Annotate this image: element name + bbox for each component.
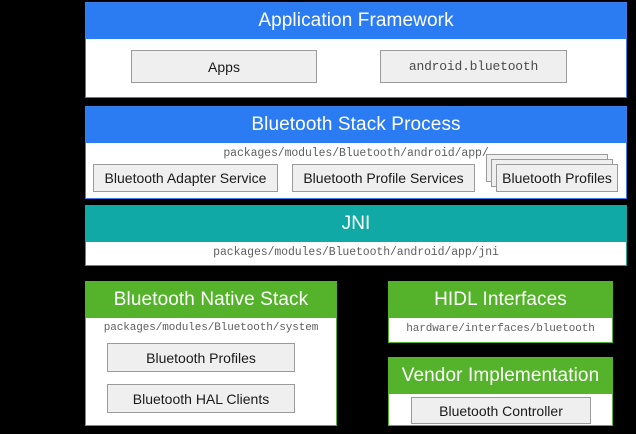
layer-bluetooth-stack-process: Bluetooth Stack Process packages/modules… [85, 106, 627, 199]
bluetooth-stack-process-path: packages/modules/Bluetooth/android/app/ [223, 147, 489, 160]
bluetooth-native-stack-path: packages/modules/Bluetooth/system [103, 322, 319, 334]
layer-jni: JNI packages/modules/Bluetooth/android/a… [85, 205, 627, 266]
jni-path: packages/modules/Bluetooth/android/app/j… [213, 246, 499, 259]
connector-arrowhead-right [381, 293, 388, 301]
jni-body: packages/modules/Bluetooth/android/app/j… [86, 242, 626, 265]
vendor-implementation-body: Bluetooth Controller [389, 394, 612, 425]
bluetooth-controller-box[interactable]: Bluetooth Controller [411, 397, 591, 424]
bluetooth-profiles-stack[interactable]: Bluetooth Profiles [486, 154, 621, 194]
bluetooth-stack-process-body: packages/modules/Bluetooth/android/app/ … [86, 143, 626, 198]
native-bluetooth-profiles-box[interactable]: Bluetooth Profiles [107, 343, 295, 372]
bluetooth-profiles-card-front[interactable]: Bluetooth Profiles [496, 164, 618, 192]
application-framework-body: Apps android.bluetooth [86, 39, 626, 97]
hidl-interfaces-header: HIDL Interfaces [389, 282, 612, 318]
bluetooth-profile-services-box[interactable]: Bluetooth Profile Services [292, 164, 475, 192]
bluetooth-adapter-service-box[interactable]: Bluetooth Adapter Service [93, 164, 278, 192]
connector-arrowhead-left [337, 293, 344, 301]
application-framework-header: Application Framework [86, 3, 626, 39]
hidl-interfaces-path: hardware/interfaces/bluetooth [406, 323, 595, 335]
native-stack-to-hidl-connector [337, 293, 388, 301]
layer-bluetooth-native-stack: Bluetooth Native Stack packages/modules/… [85, 281, 337, 426]
vendor-implementation-header: Vendor Implementation [389, 358, 612, 394]
layer-vendor-implementation: Vendor Implementation Bluetooth Controll… [388, 357, 613, 426]
bluetooth-native-stack-body: packages/modules/Bluetooth/system Blueto… [86, 318, 336, 425]
layer-hidl-interfaces: HIDL Interfaces hardware/interfaces/blue… [388, 281, 613, 343]
apps-box[interactable]: Apps [131, 50, 317, 83]
bluetooth-native-stack-header: Bluetooth Native Stack [86, 282, 336, 318]
jni-header: JNI [86, 206, 626, 242]
layer-application-framework: Application Framework Apps android.bluet… [85, 2, 627, 98]
bluetooth-stack-process-header: Bluetooth Stack Process [86, 107, 626, 143]
hidl-interfaces-body: hardware/interfaces/bluetooth [389, 318, 612, 342]
bluetooth-hal-clients-box[interactable]: Bluetooth HAL Clients [107, 384, 295, 413]
android-bluetooth-api-box[interactable]: android.bluetooth [380, 50, 567, 83]
